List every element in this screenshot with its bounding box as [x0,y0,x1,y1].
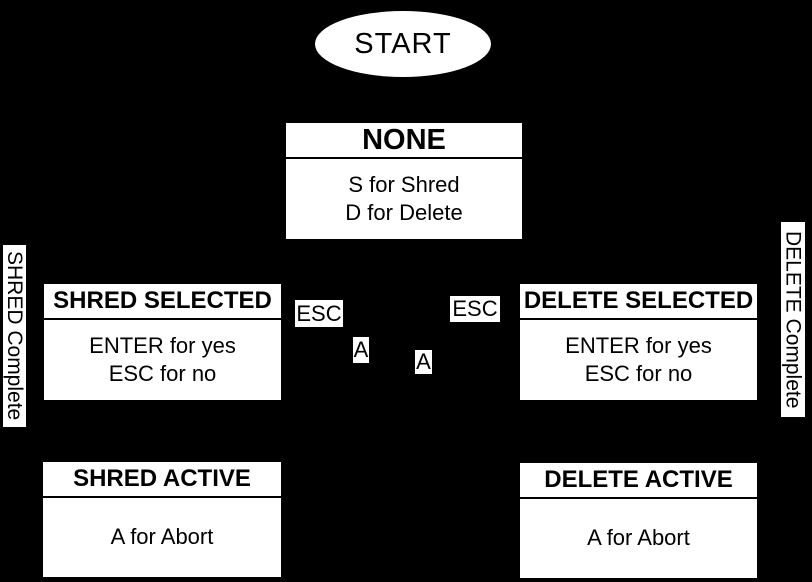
state-title-delete-selected: DELETE SELECTED [520,284,757,320]
state-body-line: ENTER for yes [89,332,236,358]
state-body-none: S for Shred D for Delete [286,159,522,239]
state-body-line: S for Shred [348,171,460,197]
state-body-shred-active: A for Abort [43,498,281,577]
state-node-delete-selected: DELETE SELECTED ENTER for yes ESC for no [520,284,757,400]
state-title-shred-selected: SHRED SELECTED [44,284,281,320]
edge-label-esc-shred: ESC [295,300,343,327]
edge-label-delete-complete: DELETE Complete [781,222,805,417]
state-title-delete-active: DELETE ACTIVE [520,463,757,499]
start-node: START [315,11,491,77]
state-title-none: NONE [286,123,522,159]
state-node-shred-active: SHRED ACTIVE A for Abort [43,462,281,577]
state-node-none: NONE S for Shred D for Delete [286,123,522,239]
state-body-delete-selected: ENTER for yes ESC for no [520,320,757,400]
state-body-line: A for Abort [110,524,214,550]
edge-label-shred-complete: SHRED Complete [3,245,26,427]
state-node-shred-selected: SHRED SELECTED ENTER for yes ESC for no [44,284,281,400]
state-body-line: A for Abort [587,525,690,551]
state-title-shred-active: SHRED ACTIVE [43,462,281,498]
state-body-line: D for Delete [345,200,463,225]
edge-label-abort-delete: A [415,349,432,374]
state-node-delete-active: DELETE ACTIVE A for Abort [520,463,757,578]
state-body-line: ESC for no [584,361,693,386]
edge-label-esc-delete: ESC [450,296,500,322]
edge-label-abort-shred: A [353,337,369,363]
state-body-shred-selected: ENTER for yes ESC for no [44,320,281,400]
state-body-line: ENTER for yes [565,332,712,358]
state-body-delete-active: A for Abort [520,499,757,578]
state-body-line: ESC for no [108,361,217,386]
start-node-label: START [354,27,452,60]
